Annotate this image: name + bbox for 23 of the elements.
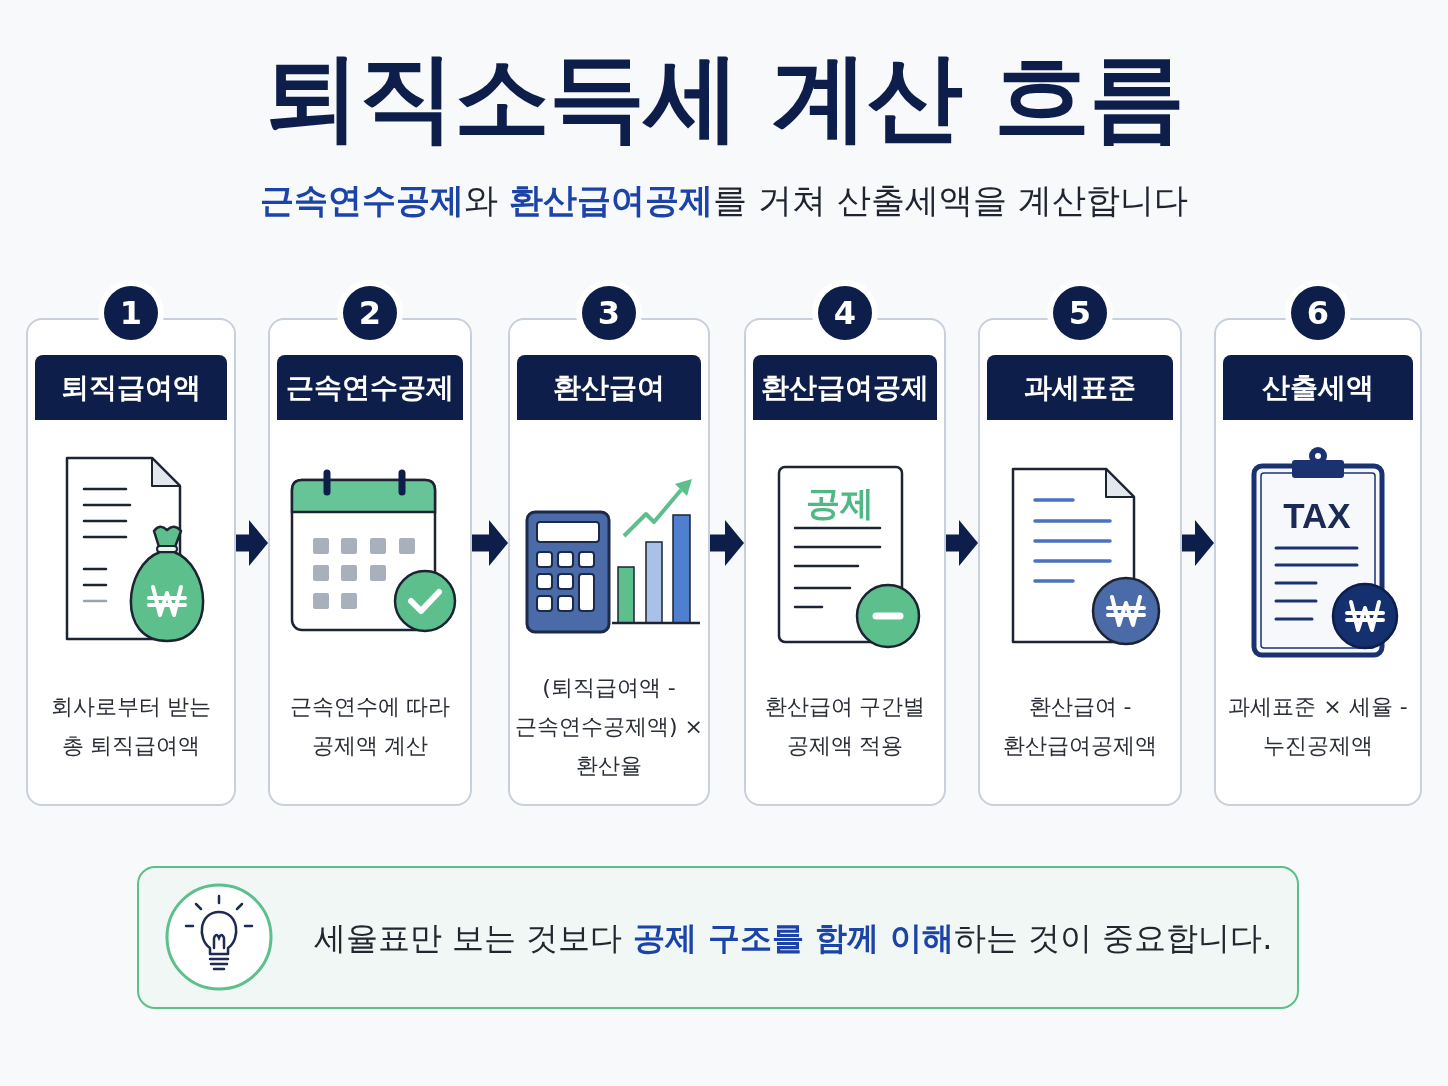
step-header: 근속연수공제: [277, 355, 463, 420]
note-text: 세율표만 보는 것보다 공제 구조를 함께 이해하는 것이 중요합니다.: [314, 918, 1273, 959]
flow-arrow: [710, 520, 744, 566]
step-description: (퇴직급여액 - 근속연수공제액) × 환산율: [514, 673, 704, 780]
clipboard-heading: TAX: [1283, 496, 1351, 536]
step-header: 퇴직급여액: [35, 355, 227, 420]
flow-arrow: [236, 520, 268, 566]
step-header: 산출세액: [1223, 355, 1413, 420]
step-header: 과세표준: [987, 355, 1173, 420]
step-description: 과세표준 × 세율 - 누진공제액: [1228, 693, 1408, 760]
flow-arrow: [946, 520, 978, 566]
note-box: [137, 866, 1299, 1009]
flow-arrow: [1182, 520, 1214, 566]
step-header: 환산급여: [517, 355, 701, 420]
step-description: 근속연수에 따라 공제액 계산: [288, 693, 452, 760]
flow-arrow: [472, 520, 508, 566]
title: 퇴직소득세 계산 흐름: [264, 41, 1184, 153]
step-description: 환산급여 - 환산급여공제액: [1002, 693, 1158, 760]
step-description: 회사로부터 받는 총 퇴직급여액: [49, 693, 213, 760]
step-header: 환산급여공제: [753, 355, 937, 420]
subtitle: 근속연수공제와 환산급여공제를 거쳐 산출세액을 계산합니다: [260, 179, 1188, 222]
step-description: 환산급여 구간별 공제액 적용: [763, 693, 927, 760]
document-heading: 공제: [806, 483, 874, 523]
